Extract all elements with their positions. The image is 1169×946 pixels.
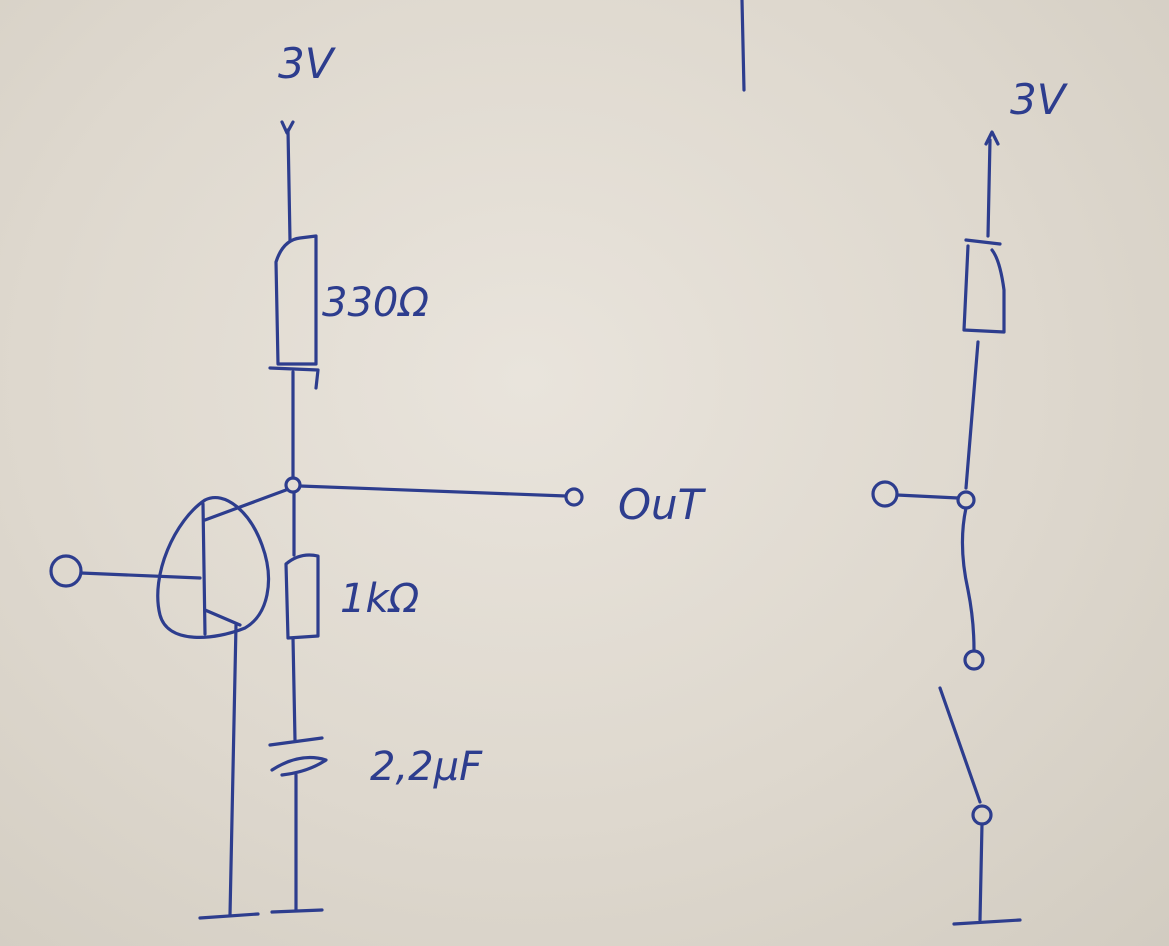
- capacitor-c1-plate-bottom: [270, 756, 328, 777]
- ground-emitter: [198, 912, 260, 920]
- transistor-base-bar: [201, 502, 207, 636]
- transistor-collector-leg: [203, 488, 288, 522]
- switch-bottom-contact: [971, 804, 993, 826]
- resistor-r2-body: [284, 553, 320, 640]
- right-supply-label: 3V: [1010, 75, 1069, 124]
- base-input-wire: [79, 571, 202, 580]
- left-supply-wire: [286, 128, 292, 242]
- right-schematic: 3V: [871, 75, 1069, 926]
- resistor-r2-lead: [291, 636, 297, 742]
- capacitor-c1-label: 2,2μF: [370, 744, 483, 790]
- base-input-terminal: [49, 554, 83, 588]
- ground-capacitor: [270, 908, 324, 914]
- right-node: [956, 490, 976, 510]
- resistor-r1-lead: [268, 366, 320, 390]
- transistor-emitter-wire: [228, 623, 238, 917]
- output-wire: [298, 484, 568, 498]
- resistor-r2-label: 1kΩ: [340, 576, 420, 622]
- transistor-q1: [156, 488, 288, 917]
- transistor-envelope: [156, 496, 271, 639]
- resistor-r1-label: 330Ω: [322, 280, 429, 326]
- right-supply-wire: [986, 138, 992, 238]
- right-resistor-top-lead: [964, 238, 1002, 246]
- switch-top-contact: [963, 649, 985, 671]
- output-terminal: [564, 487, 584, 507]
- switch-blade: [938, 686, 982, 804]
- right-resistor-wire-down: [964, 340, 980, 490]
- left-schematic: 3V 330Ω OuT 1kΩ: [49, 39, 707, 920]
- collector-node: [284, 476, 302, 494]
- right-ground: [952, 918, 1022, 926]
- resistor-r1-body: [274, 234, 318, 366]
- right-wire-to-switch: [960, 506, 976, 652]
- right-input-terminal: [871, 480, 899, 508]
- capacitor-c1-plate-top: [268, 736, 324, 747]
- transistor-emitter-leg: [203, 608, 242, 627]
- output-label: OuT: [618, 480, 707, 529]
- right-supply-arrow: [984, 130, 1000, 146]
- stray-pen-mark: [740, 0, 746, 92]
- switch-bottom-wire: [978, 822, 984, 922]
- right-resistor-body: [962, 244, 1006, 334]
- left-supply-label: 3V: [278, 39, 337, 88]
- right-input-wire: [895, 493, 960, 500]
